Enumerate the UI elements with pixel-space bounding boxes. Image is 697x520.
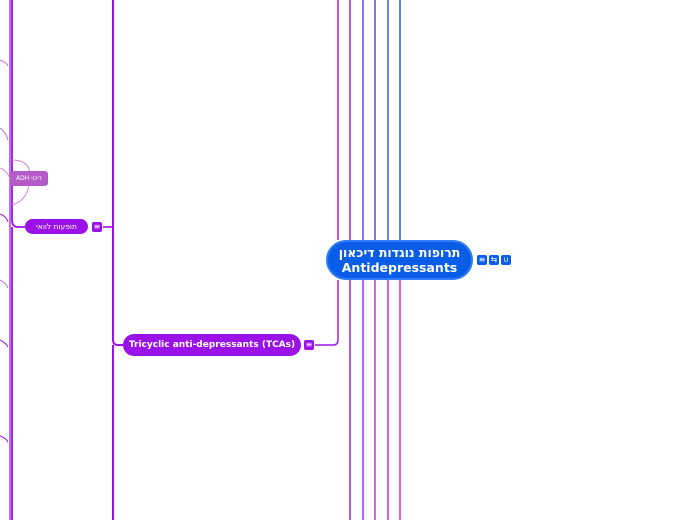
tca-label: Tricyclic anti-depressants (TCAs) (128, 340, 296, 350)
central-topic-node[interactable]: תרופות נוגדות דיכאון Antidepressants (326, 240, 473, 280)
central-topic-hebrew: תרופות נוגדות דיכאון (338, 245, 461, 260)
collapse-icon[interactable]: ≡ (477, 255, 487, 265)
link-icon[interactable]: ∪ (501, 255, 511, 265)
side-effects-node[interactable]: תופעות לוואי (25, 219, 88, 234)
tca-node[interactable]: Tricyclic anti-depressants (TCAs) (123, 334, 301, 356)
adh-label: ADH דיכוי (16, 175, 42, 182)
adh-node[interactable]: ADH דיכוי (10, 171, 48, 186)
side-effects-collapse-icon[interactable]: ≡ (92, 222, 102, 232)
tca-collapse-icon[interactable]: ≡ (304, 340, 314, 350)
central-topic-english: Antidepressants (341, 260, 458, 275)
share-icon[interactable]: ⇆ (489, 255, 499, 265)
side-effects-label: תופעות לוואי (36, 222, 77, 231)
